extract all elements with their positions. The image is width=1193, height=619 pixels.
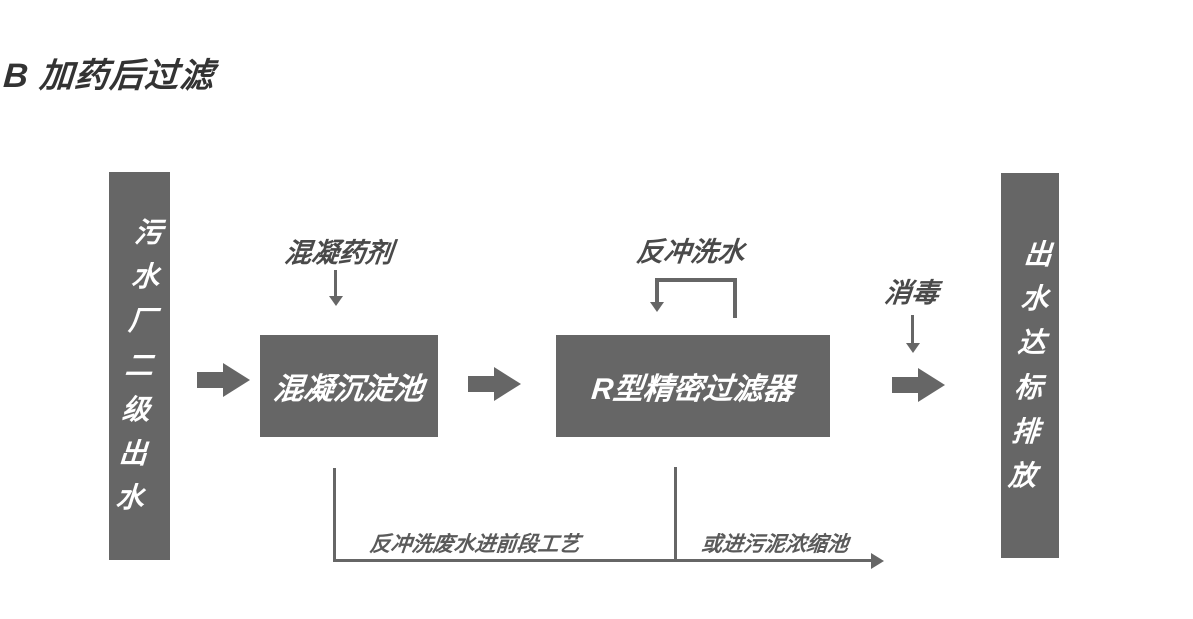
node-discharge-label: 出水达标排放 (1007, 238, 1053, 491)
coagulant-label: 混凝药剂 (283, 238, 395, 268)
arrow-body (197, 372, 223, 388)
node-precision-filter-label: R型精密过滤器 (590, 373, 796, 406)
arrow-right-icon (223, 363, 250, 397)
backwash-bracket-left-line (655, 278, 659, 304)
node-coagulation-tank: 混凝沉淀池 (260, 335, 438, 437)
disinfect-label: 消毒 (883, 278, 941, 308)
disinfect-arrow-line (911, 315, 914, 345)
backwash-bracket-right-line (733, 278, 737, 318)
flow-arrow-source-to-tank (197, 363, 250, 397)
backwash-label: 反冲洗水 (635, 237, 747, 267)
node-coagulation-tank-label: 混凝沉淀池 (271, 373, 426, 406)
arrow-right-icon (494, 367, 521, 401)
note-backwash-to-front: 反冲洗废水进前段工艺 (368, 533, 582, 556)
drain-line-from-tank (333, 468, 336, 562)
backwash-arrow-down-icon (650, 302, 664, 312)
backwash-bracket-top-line (655, 278, 737, 282)
node-source-label: 污水厂二级出水 (115, 217, 164, 514)
flow-arrow-filter-to-discharge (892, 368, 945, 402)
drain-line-horizontal (333, 559, 873, 562)
flow-arrow-tank-to-filter (468, 367, 521, 401)
arrow-body (468, 376, 494, 392)
drain-arrow-right-icon (871, 553, 884, 569)
disinfect-arrow-down-icon (906, 343, 920, 353)
node-discharge-bar: 出水达标排放 (1001, 173, 1059, 558)
coagulant-arrow-line (334, 270, 337, 298)
node-precision-filter: R型精密过滤器 (556, 335, 830, 437)
node-source-bar: 污水厂二级出水 (109, 172, 170, 560)
diagram-title: B 加药后过滤 (2, 57, 216, 95)
drain-line-from-filter (674, 467, 677, 562)
arrow-body (892, 377, 918, 393)
arrow-right-icon (918, 368, 945, 402)
note-to-sludge: 或进污泥浓缩池 (700, 533, 850, 556)
coagulant-arrow-down-icon (329, 296, 343, 306)
